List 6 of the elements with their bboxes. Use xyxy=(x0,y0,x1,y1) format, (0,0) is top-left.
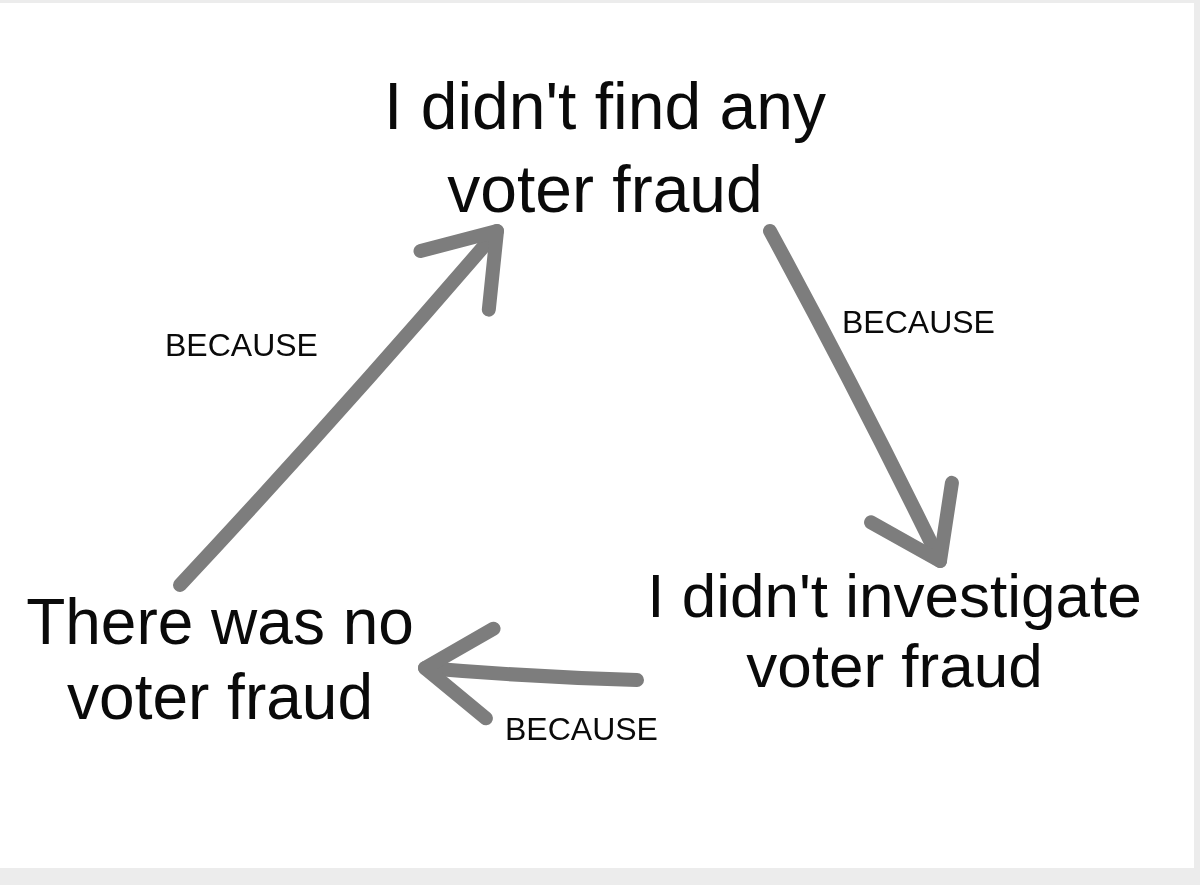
arrow xyxy=(763,224,959,568)
arrow xyxy=(173,224,504,592)
statement-text: There was no voter fraud xyxy=(15,585,425,735)
statement-text: I didn't find any voter fraud xyxy=(365,65,845,231)
arrow xyxy=(418,621,644,726)
statement-text: I didn't investigate voter fraud xyxy=(637,561,1152,701)
